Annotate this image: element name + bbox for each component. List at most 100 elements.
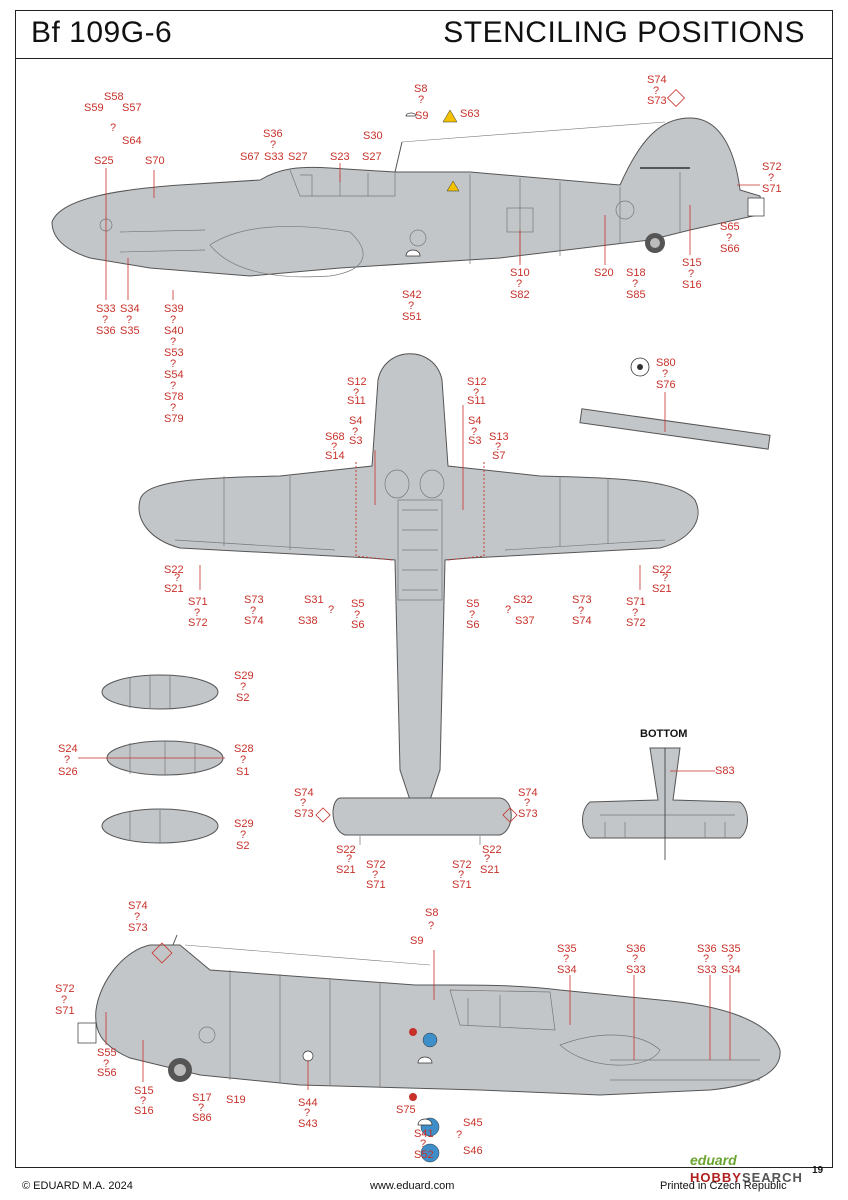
- label-s33: S33: [96, 303, 116, 315]
- label-s56: S56: [97, 1067, 117, 1079]
- label-s21: S21: [336, 864, 356, 876]
- label-q: ?: [578, 605, 584, 617]
- label-q: ?: [727, 953, 733, 965]
- label-s73: S73: [244, 594, 264, 606]
- label-s21: S21: [480, 864, 500, 876]
- label-s73: S73: [128, 922, 148, 934]
- label-s7: S7: [492, 450, 505, 462]
- leader-lines-plan: [199, 392, 666, 590]
- label-s36: S36: [626, 943, 646, 955]
- label-q: ?: [170, 402, 176, 414]
- label-s73: S73: [294, 808, 314, 820]
- label-s15: S15: [134, 1085, 154, 1097]
- label-s63: S63: [460, 108, 480, 120]
- label-s8: S8: [414, 83, 427, 95]
- label-s10: S10: [510, 267, 530, 279]
- label-s41: S41: [414, 1128, 434, 1140]
- label-q: ?: [703, 953, 709, 965]
- label-q: ?: [194, 607, 200, 619]
- label-s54: S54: [164, 369, 184, 381]
- label-s6: S6: [351, 619, 364, 631]
- label-s71: S71: [762, 183, 782, 195]
- plan-view: [138, 353, 771, 801]
- label-s13: S13: [489, 431, 509, 443]
- page-number: 19: [812, 1165, 824, 1176]
- label-s5: S5: [466, 598, 479, 610]
- label-s83: S83: [715, 765, 735, 777]
- labels-plan: S12 ? S11 S12 ? S11 S4 ? S3 S68 ? S14 S4…: [164, 357, 676, 631]
- label-s38: S38: [298, 615, 318, 627]
- page-title: STENCILING POSITIONS: [443, 16, 805, 49]
- label-q: ?: [471, 426, 477, 438]
- label-s24: S24: [58, 743, 78, 755]
- label-s9: S9: [415, 110, 428, 122]
- label-s71: S71: [626, 596, 646, 608]
- label-q: ?: [688, 268, 694, 280]
- label-s16: S16: [682, 279, 702, 291]
- label-q: ?: [240, 681, 246, 693]
- label-s52: S52: [414, 1149, 434, 1161]
- label-s36: S36: [697, 943, 717, 955]
- label-s59: S59: [84, 102, 104, 114]
- side-view-upper: [51, 88, 765, 278]
- label-q: ?: [632, 953, 638, 965]
- label-s74: S74: [647, 74, 667, 86]
- label-s32: S32: [513, 594, 533, 606]
- label-q: ?: [61, 994, 67, 1006]
- label-q: ?: [346, 853, 352, 865]
- label-s51: S51: [402, 311, 422, 323]
- label-s21: S21: [164, 583, 184, 595]
- label-q: ?: [352, 426, 358, 438]
- label-s36: S36: [96, 325, 116, 337]
- label-q: ?: [418, 94, 424, 106]
- label-s22: S22: [652, 564, 672, 576]
- label-s74: S74: [128, 900, 148, 912]
- label-q: ?: [473, 387, 479, 399]
- label-q: ?: [328, 604, 334, 616]
- label-s11: S11: [467, 395, 486, 407]
- label-q: ?: [126, 314, 132, 326]
- label-s22: S22: [482, 844, 502, 856]
- label-s35: S35: [721, 943, 741, 955]
- tail-plan: [315, 797, 518, 845]
- label-s80: S80: [656, 357, 676, 369]
- label-q: ?: [102, 314, 108, 326]
- label-s34: S34: [557, 964, 577, 976]
- label-s34: S34: [721, 964, 741, 976]
- label-s72: S72: [626, 617, 646, 629]
- label-s53: S53: [164, 347, 184, 359]
- label-s76: S76: [656, 379, 676, 391]
- label-s65: S65: [720, 221, 740, 233]
- label-s73: S73: [518, 808, 538, 820]
- label-s20: S20: [594, 267, 614, 279]
- label-s71: S71: [55, 1005, 75, 1017]
- label-s75: S75: [396, 1104, 416, 1116]
- label-s22: S22: [164, 564, 184, 576]
- label-s79: S79: [164, 413, 184, 425]
- label-s35: S35: [120, 325, 140, 337]
- bottom-tail-view: [582, 747, 748, 860]
- label-q: ?: [484, 853, 490, 865]
- label-s12: S12: [347, 376, 367, 388]
- label-s45: S45: [463, 1117, 483, 1129]
- label-s74: S74: [244, 615, 264, 627]
- label-q: ?: [632, 607, 638, 619]
- label-s4: S4: [468, 415, 481, 427]
- website-link[interactable]: www.eduard.com: [370, 1180, 455, 1192]
- copyright: © EDUARD M.A. 2024: [22, 1180, 133, 1192]
- label-s43: S43: [298, 1118, 318, 1130]
- label-s67: S67: [240, 151, 260, 163]
- label-q: ?: [372, 869, 378, 881]
- label-s82: S82: [510, 289, 530, 301]
- label-q: ?: [653, 85, 659, 97]
- label-s37: S37: [515, 615, 535, 627]
- label-q: ?: [170, 314, 176, 326]
- label-s55: S55: [97, 1047, 117, 1059]
- label-q: ?: [505, 604, 511, 616]
- label-q: ?: [331, 441, 337, 453]
- label-q: ?: [250, 605, 256, 617]
- label-s2: S2: [236, 692, 249, 704]
- label-s31: S31: [304, 594, 324, 606]
- label-s57: S57: [122, 102, 142, 114]
- leader-lines-lower: [105, 950, 731, 1090]
